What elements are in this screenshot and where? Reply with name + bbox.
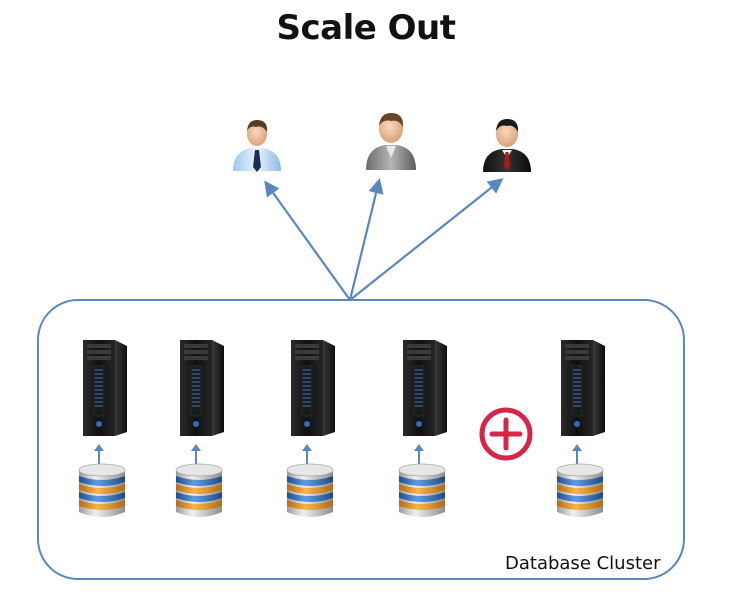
- database-icon: [176, 464, 222, 517]
- server-icon: [83, 340, 127, 436]
- up-arrow-icon: [302, 444, 312, 464]
- up-arrow-icon: [191, 444, 201, 464]
- server-icon: [291, 340, 335, 436]
- cluster-node-1: [79, 340, 127, 517]
- up-arrow-icon: [414, 444, 424, 464]
- arrow-to-user-3: [349, 178, 504, 301]
- arrow-to-user-2: [348, 178, 384, 301]
- server-icon: [180, 340, 224, 436]
- database-icon: [399, 464, 445, 517]
- cluster-boundary: [37, 299, 685, 580]
- database-icon: [557, 464, 603, 517]
- server-icon: [561, 340, 605, 436]
- arrow-to-user-1: [264, 180, 351, 301]
- up-arrow-icon: [572, 444, 582, 464]
- database-icon: [287, 464, 333, 517]
- user-shirt-tie-icon: [233, 120, 281, 172]
- up-arrow-icon: [94, 444, 104, 464]
- cluster-node-4: [399, 340, 447, 517]
- cluster-node-2: [176, 340, 224, 517]
- user-gray-suit-icon: [366, 113, 416, 170]
- diagram-title: Scale Out: [276, 8, 457, 48]
- user-black-suit-icon: [483, 119, 531, 172]
- cluster-node-5-added: [557, 340, 605, 517]
- server-icon: [403, 340, 447, 436]
- cluster-node-3: [287, 340, 335, 517]
- cluster-label: Database Cluster: [505, 553, 661, 574]
- fanout-arrows: [264, 178, 504, 301]
- database-icon: [79, 464, 125, 517]
- plus-icon: [479, 407, 533, 461]
